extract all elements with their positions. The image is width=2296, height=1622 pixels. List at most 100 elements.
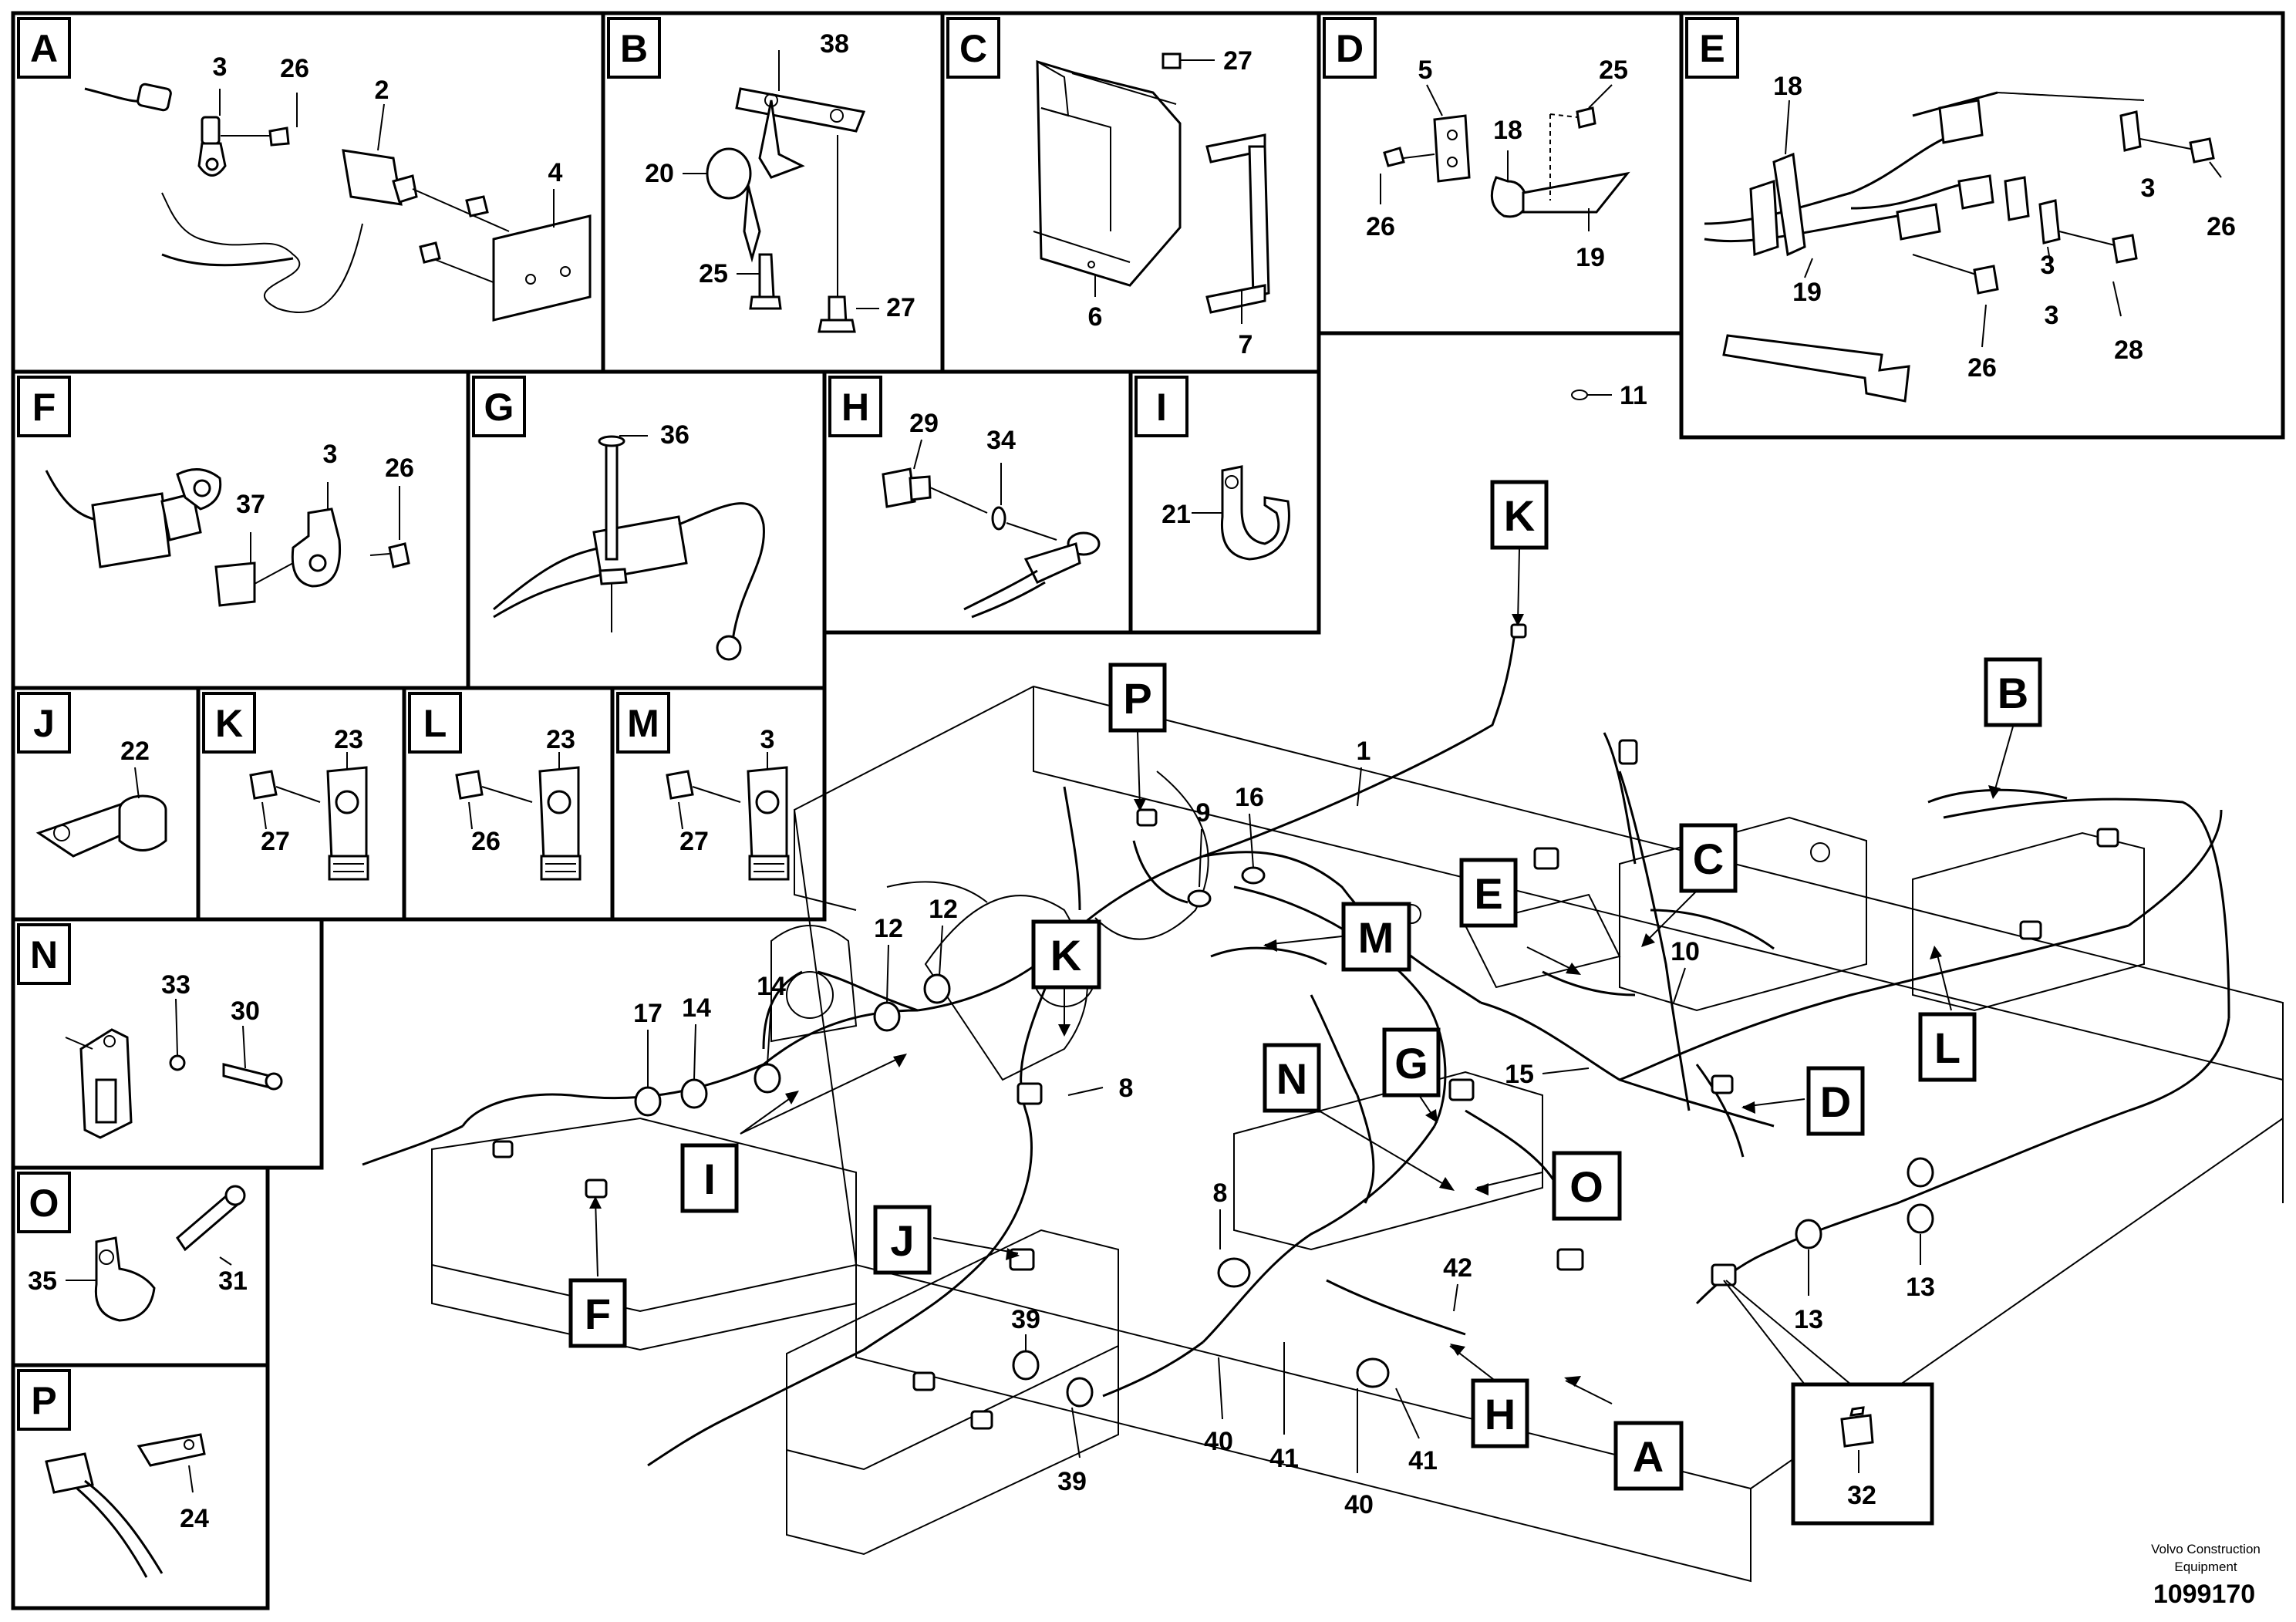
svg-text:40: 40 bbox=[1204, 1427, 1233, 1456]
svg-text:3: 3 bbox=[323, 440, 338, 469]
callout-e: E bbox=[1459, 858, 1518, 928]
svg-text:35: 35 bbox=[28, 1266, 57, 1296]
callout-p: P bbox=[1108, 663, 1167, 733]
svg-text:A: A bbox=[30, 27, 58, 70]
svg-text:37: 37 bbox=[236, 490, 265, 519]
svg-text:E: E bbox=[1699, 27, 1725, 70]
panel-letter-h: H bbox=[828, 376, 882, 437]
panel-i-drawing: 21 bbox=[1161, 465, 1290, 561]
main-harness-wires bbox=[362, 624, 2230, 1467]
callout-k-top: K bbox=[1490, 480, 1549, 550]
panel-n-drawing: 33 30 bbox=[65, 970, 283, 1139]
svg-text:O: O bbox=[29, 1182, 59, 1225]
svg-text:30: 30 bbox=[231, 996, 260, 1026]
callout-h: H bbox=[1471, 1378, 1529, 1448]
svg-text:D: D bbox=[1336, 27, 1364, 70]
svg-text:12: 12 bbox=[874, 914, 903, 943]
svg-text:39: 39 bbox=[1011, 1305, 1040, 1334]
callout-k-mid: K bbox=[1031, 919, 1101, 990]
svg-text:17: 17 bbox=[633, 999, 663, 1028]
panel-letter-c: C bbox=[946, 17, 1000, 79]
svg-text:B: B bbox=[1998, 669, 2028, 717]
panel-d-drawing: 5 25 18 26 19 bbox=[1366, 56, 1630, 272]
svg-text:J: J bbox=[33, 702, 55, 745]
svg-text:27: 27 bbox=[261, 827, 290, 856]
callout-a: A bbox=[1613, 1421, 1684, 1491]
svg-text:8: 8 bbox=[1119, 1074, 1134, 1103]
callout-b: B bbox=[1984, 657, 2042, 727]
svg-text:L: L bbox=[423, 702, 447, 745]
svg-text:C: C bbox=[959, 27, 987, 70]
svg-text:O: O bbox=[1569, 1162, 1603, 1211]
svg-text:B: B bbox=[620, 27, 648, 70]
main-frame-drawing bbox=[431, 685, 2284, 1583]
svg-text:3: 3 bbox=[2041, 251, 2055, 280]
callout-d: D bbox=[1806, 1066, 1865, 1136]
svg-text:7: 7 bbox=[1239, 330, 1253, 359]
svg-text:6: 6 bbox=[1088, 302, 1103, 332]
svg-text:23: 23 bbox=[546, 725, 575, 754]
callout-m: M bbox=[1341, 902, 1411, 972]
svg-text:33: 33 bbox=[161, 970, 190, 1000]
svg-text:E: E bbox=[1474, 869, 1502, 918]
svg-text:3: 3 bbox=[213, 52, 228, 82]
svg-text:26: 26 bbox=[2207, 212, 2236, 241]
svg-text:H: H bbox=[1485, 1390, 1515, 1438]
panel-g-drawing: 36 bbox=[493, 420, 765, 661]
panel-letter-m: M bbox=[616, 692, 670, 754]
svg-text:4: 4 bbox=[548, 158, 563, 187]
svg-text:K: K bbox=[1050, 931, 1081, 980]
panel-letter-n: N bbox=[17, 923, 71, 985]
panel-letter-j: J bbox=[17, 692, 71, 754]
panel-f-drawing: 3 26 37 bbox=[45, 440, 414, 607]
panel-letter-g: G bbox=[472, 376, 526, 437]
svg-text:A: A bbox=[1633, 1432, 1664, 1481]
harness-clamps bbox=[492, 623, 2119, 1430]
svg-text:34: 34 bbox=[986, 426, 1016, 455]
callout-o: O bbox=[1552, 1151, 1622, 1221]
svg-text:42: 42 bbox=[1443, 1253, 1472, 1283]
panel-letter-f: F bbox=[17, 376, 71, 437]
svg-text:5: 5 bbox=[1418, 56, 1433, 85]
loose-part-11: 11 bbox=[1571, 381, 1647, 410]
svg-text:20: 20 bbox=[645, 159, 674, 188]
callout-n: N bbox=[1263, 1043, 1321, 1113]
callout-i: I bbox=[680, 1143, 739, 1213]
svg-text:10: 10 bbox=[1671, 937, 1700, 966]
svg-text:19: 19 bbox=[1792, 278, 1822, 307]
svg-text:39: 39 bbox=[1057, 1467, 1087, 1496]
svg-text:26: 26 bbox=[471, 827, 501, 856]
callout-f: F bbox=[568, 1278, 627, 1348]
svg-text:11: 11 bbox=[1620, 381, 1647, 410]
footer: Volvo Construction Equipment 1099170 bbox=[2151, 1542, 2261, 1609]
panel-letter-o: O bbox=[17, 1172, 71, 1233]
svg-text:25: 25 bbox=[699, 259, 728, 288]
svg-text:18: 18 bbox=[1773, 72, 1802, 101]
svg-text:K: K bbox=[215, 702, 243, 745]
svg-text:22: 22 bbox=[120, 737, 150, 766]
panel-a-drawing: 3 26 2 4 bbox=[84, 52, 592, 322]
svg-text:13: 13 bbox=[1794, 1305, 1823, 1334]
svg-text:27: 27 bbox=[1223, 46, 1253, 76]
panel-l-drawing: 23 26 bbox=[455, 725, 582, 881]
svg-text:41: 41 bbox=[1408, 1446, 1438, 1475]
panel-e-drawing: 18 3 26 19 3 26 3 28 bbox=[1704, 72, 2236, 403]
panel-k-drawing: 23 27 bbox=[249, 725, 369, 881]
svg-text:3: 3 bbox=[760, 725, 775, 754]
svg-text:C: C bbox=[1693, 835, 1724, 883]
svg-text:H: H bbox=[841, 386, 869, 429]
svg-text:19: 19 bbox=[1576, 243, 1605, 272]
leader-lines bbox=[589, 548, 2014, 1404]
svg-text:21: 21 bbox=[1161, 500, 1191, 529]
svg-text:25: 25 bbox=[1599, 56, 1628, 85]
svg-text:41: 41 bbox=[1269, 1444, 1299, 1473]
panel-h-drawing: 29 34 bbox=[882, 409, 1101, 619]
panel-letter-k: K bbox=[202, 692, 256, 754]
panel-letter-e: E bbox=[1685, 17, 1739, 79]
svg-text:M: M bbox=[627, 702, 659, 745]
document-number: 1099170 bbox=[2153, 1580, 2255, 1609]
svg-text:27: 27 bbox=[679, 827, 709, 856]
callout-l: L bbox=[1918, 1012, 1977, 1082]
callout-g: G bbox=[1382, 1027, 1441, 1098]
callout-j: J bbox=[873, 1205, 932, 1275]
